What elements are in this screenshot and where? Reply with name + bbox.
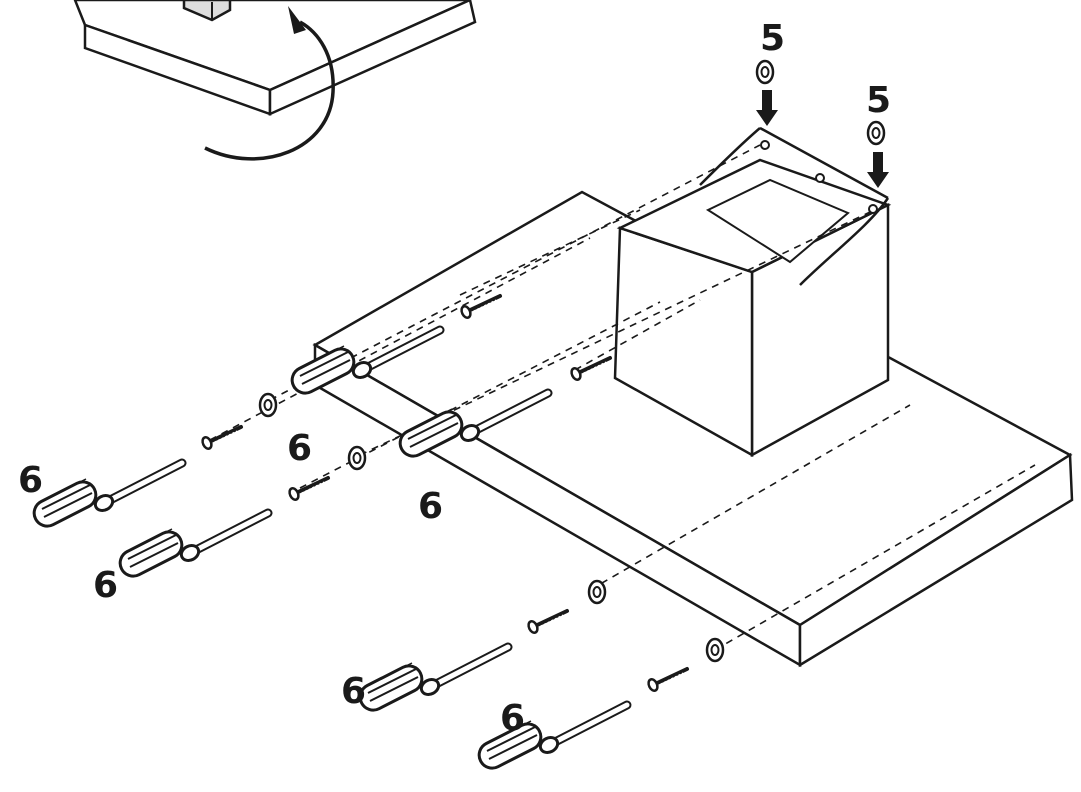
callout-6f: 6 [500,698,525,739]
washer-5a [755,59,775,85]
screw-front-upper [524,609,569,637]
screw-front-lower [644,667,689,695]
wall-mount-bracket [73,0,477,116]
screw-left-lower [285,476,330,504]
rotation-arrow [204,6,335,161]
callout-5a: 5 [760,18,785,59]
washer-front-lower [705,637,725,663]
callout-6c: 6 [418,486,443,527]
callout-6d: 6 [93,565,118,606]
screwdriver-c [30,463,182,531]
screw-left-upper [198,425,243,453]
down-arrow-5b [867,152,889,188]
screwdriver-d [116,513,268,581]
washer-left-upper [258,392,278,418]
callout-6b: 6 [287,428,312,469]
callout-5b: 5 [866,80,891,121]
washer-left-lower [347,445,367,471]
screwdriver-f [475,705,627,773]
callout-6e: 6 [341,671,366,712]
washer-5b [866,120,886,146]
down-arrow-5a [756,90,778,126]
washer-front-upper [587,579,607,605]
callout-6a: 6 [18,460,43,501]
screwdriver-e [356,647,508,715]
